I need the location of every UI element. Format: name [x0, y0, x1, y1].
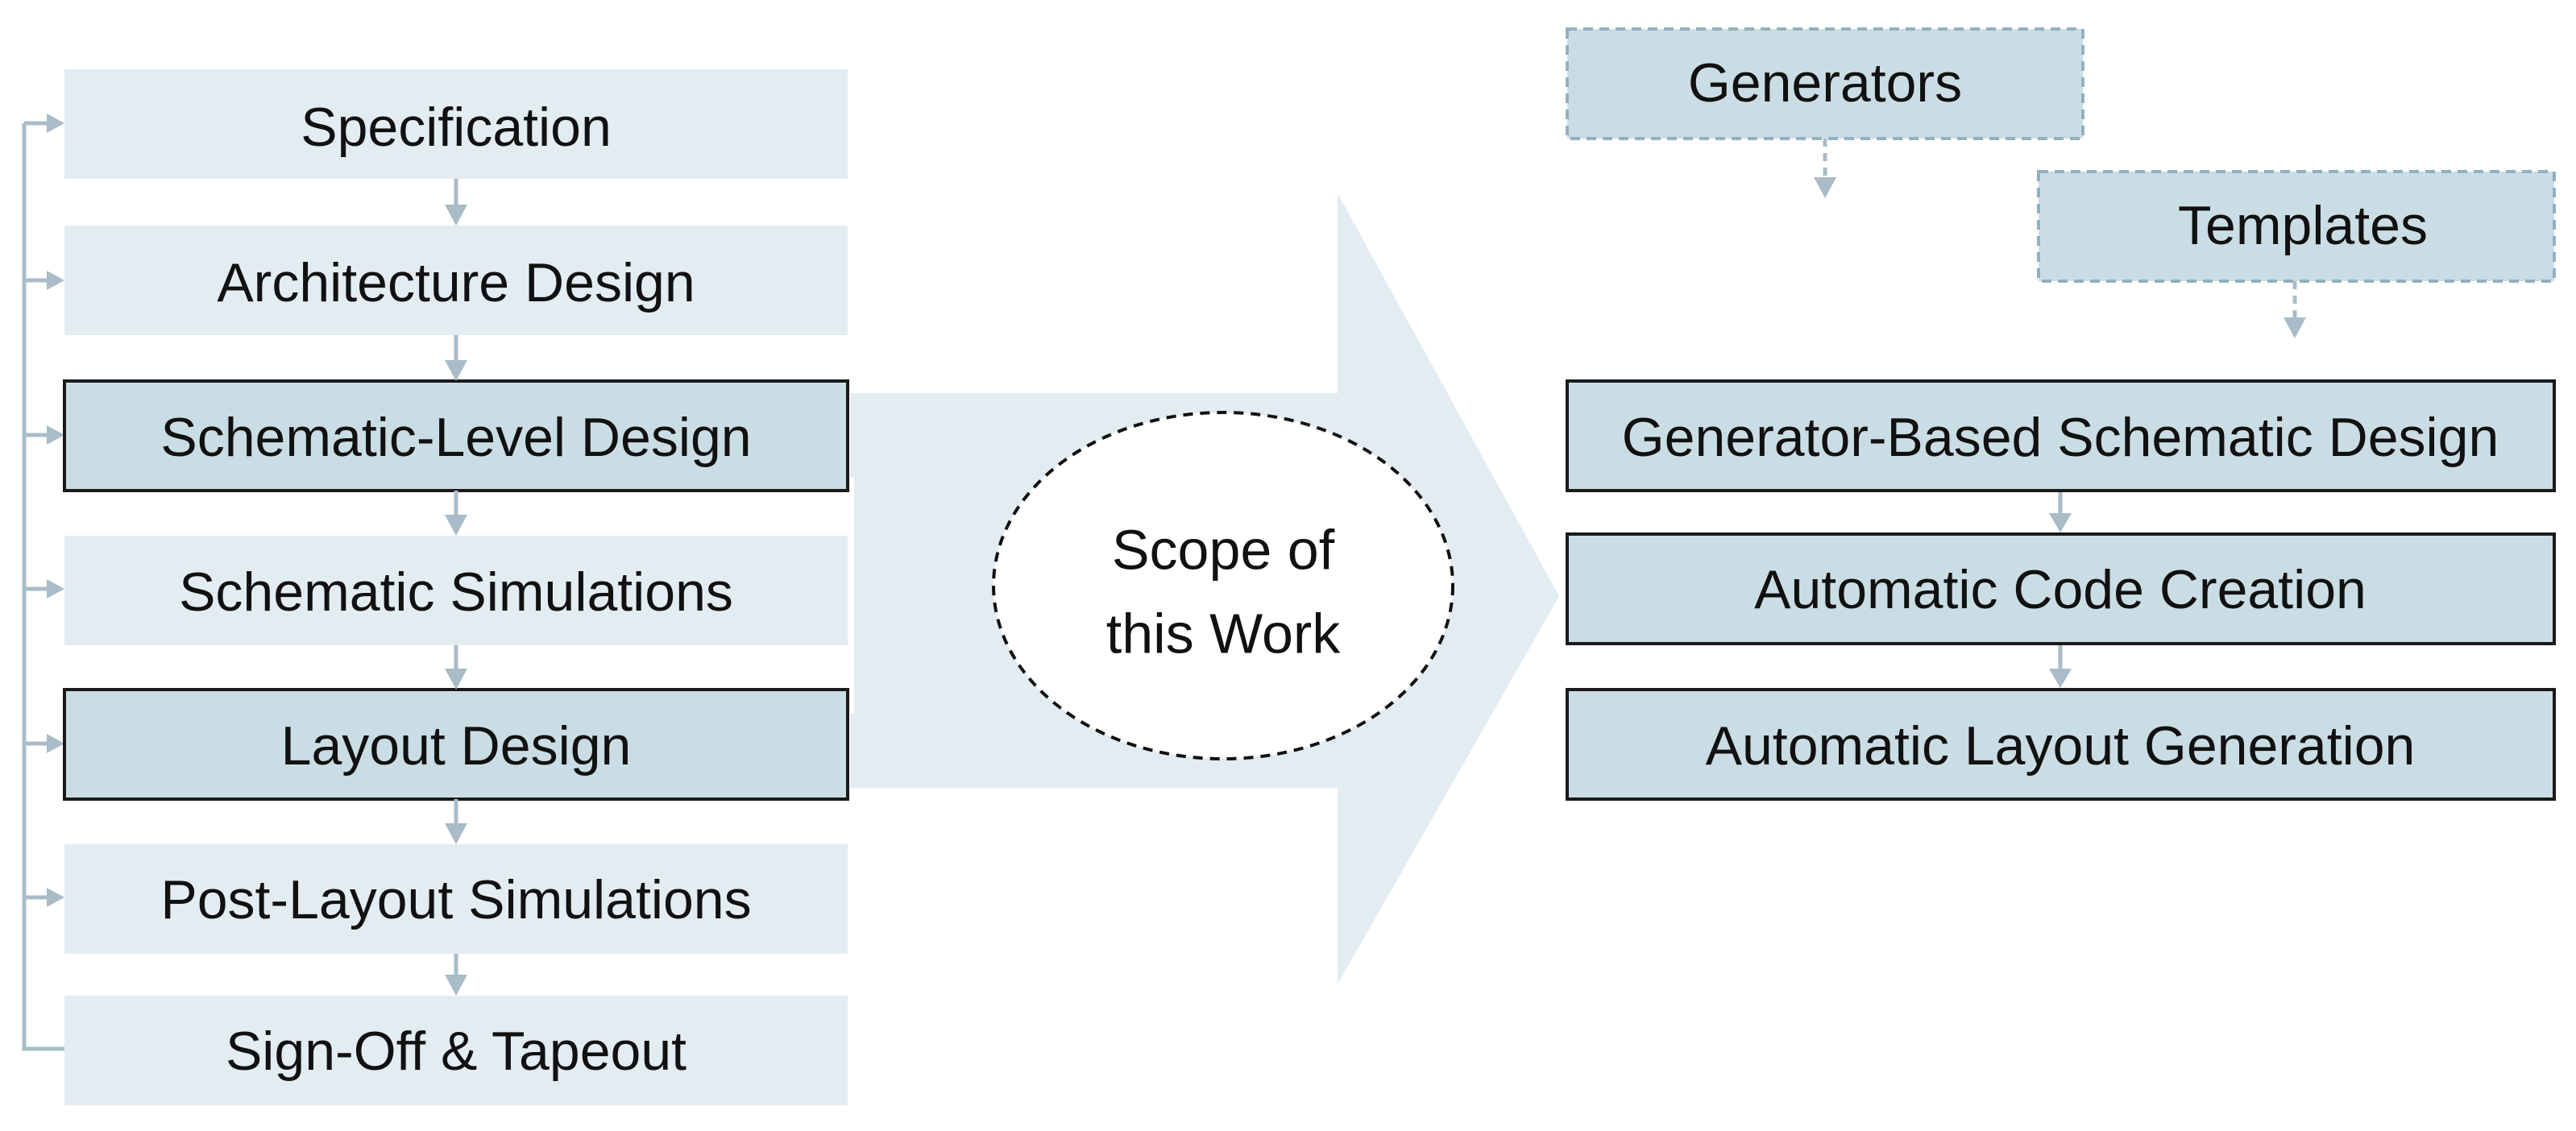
- auto-step-label-code: Automatic Code Creation: [1754, 559, 2367, 620]
- step-label-architecture-design: Architecture Design: [217, 252, 695, 313]
- automated-flow-arrows: [2049, 492, 2072, 688]
- auto-step-label-layout: Automatic Layout Generation: [1706, 715, 2416, 777]
- step-label-post-layout-simulations: Post-Layout Simulations: [160, 869, 751, 930]
- step-box-architecture-design: [64, 226, 848, 335]
- step-label-schematic-level-design: Schematic-Level Design: [160, 407, 751, 468]
- step-box-specification: [64, 69, 848, 179]
- auto-step-box-layout: [1566, 688, 2556, 801]
- flow-down-arrows: [445, 179, 467, 996]
- auto-step-box-code: [1566, 532, 2556, 645]
- step-label-specification: Specification: [301, 97, 612, 158]
- step-label-sign-off-tapeout: Sign-Off & Tapeout: [226, 1021, 687, 1082]
- automated-flow-steps: Generator-Based Schematic Design Automat…: [1566, 379, 2556, 801]
- scope-ellipse: [992, 411, 1454, 760]
- design-flow-steps: Specification Architecture Design Schema…: [63, 69, 849, 1105]
- auto-step-box-schematic: [1566, 379, 2556, 492]
- step-box-post-layout-simulations: [64, 844, 848, 954]
- generators-label: Generators: [1688, 52, 1962, 114]
- feedback-arrows: [24, 114, 64, 907]
- templates-label: Templates: [2178, 195, 2428, 256]
- templates-box: [2037, 170, 2556, 283]
- scope-label-line1: Scope of: [1112, 518, 1335, 581]
- step-label-layout-design: Layout Design: [281, 715, 632, 777]
- step-box-sign-off-tapeout: [64, 996, 848, 1105]
- step-label-schematic-simulations: Schematic Simulations: [179, 561, 733, 623]
- scope-label-line2: this Work: [1106, 602, 1341, 665]
- input-dashed-arrows: [1814, 139, 2306, 338]
- auto-step-label-schematic: Generator-Based Schematic Design: [1622, 407, 2499, 468]
- generators-box: [1566, 27, 2084, 140]
- feedback-loop-line: [22, 123, 64, 1051]
- step-box-schematic-simulations: [64, 536, 848, 645]
